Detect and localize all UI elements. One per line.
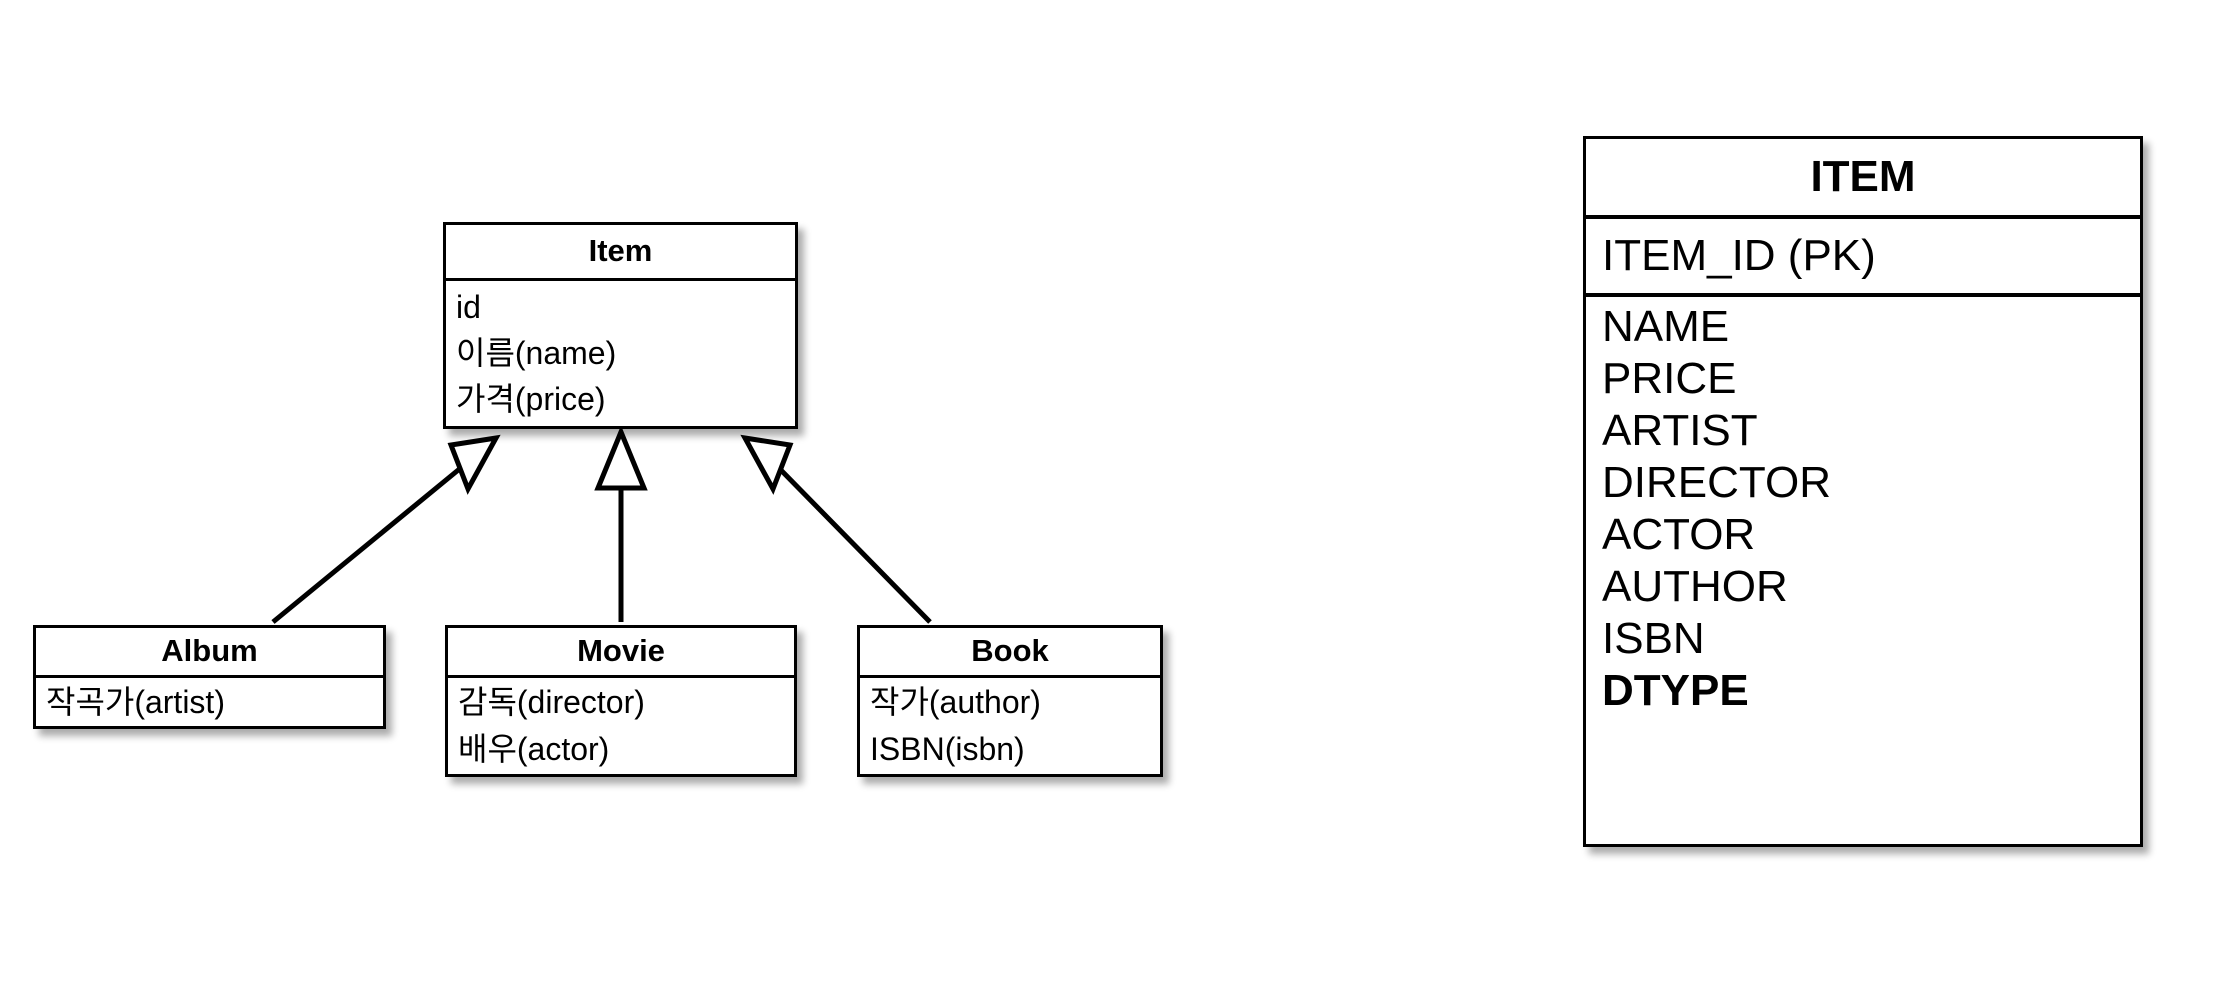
db-table-item-name: ITEM — [1586, 139, 2140, 219]
uml-class-book[interactable]: Book 작가(author) ISBN(isbn) — [857, 625, 1163, 777]
uml-class-book-attributes: 작가(author) ISBN(isbn) — [860, 678, 1160, 773]
uml-class-movie[interactable]: Movie 감독(director) 배우(actor) — [445, 625, 797, 777]
db-column-discriminator: DTYPE — [1602, 666, 1749, 715]
uml-class-movie-title: Movie — [448, 628, 794, 678]
generalization-book-to-item — [740, 434, 932, 624]
db-column: ARTIST — [1602, 406, 1758, 455]
uml-class-album-title: Album — [36, 628, 383, 678]
db-table-item-columns: NAME PRICE ARTIST DIRECTOR ACTOR AUTHOR … — [1586, 297, 2140, 717]
db-column: ISBN — [1602, 614, 1705, 663]
db-column: DIRECTOR — [1602, 458, 1831, 507]
uml-attribute: 이름(name) — [456, 335, 617, 371]
uml-attribute: id — [456, 289, 481, 325]
uml-class-item-title: Item — [446, 225, 795, 281]
db-column: NAME — [1602, 302, 1730, 351]
db-column: AUTHOR — [1602, 562, 1788, 611]
uml-attribute: 감독(director) — [458, 684, 645, 720]
db-column: ACTOR — [1602, 510, 1756, 559]
uml-attribute: 배우(actor) — [458, 731, 610, 767]
uml-attribute: 작가(author) — [870, 684, 1041, 720]
db-column: PRICE — [1602, 354, 1737, 403]
uml-class-book-title: Book — [860, 628, 1160, 678]
db-table-item-primary-key: ITEM_ID (PK) — [1586, 219, 2140, 297]
uml-class-movie-attributes: 감독(director) 배우(actor) — [448, 678, 794, 773]
uml-class-item[interactable]: Item id 이름(name) 가격(price) — [443, 222, 798, 429]
uml-attribute: ISBN(isbn) — [870, 731, 1025, 767]
uml-attribute: 가격(price) — [456, 381, 606, 417]
generalization-movie-to-item — [594, 425, 648, 622]
uml-attribute: 작곡가(artist) — [46, 684, 225, 720]
uml-class-album[interactable]: Album 작곡가(artist) — [33, 625, 386, 729]
uml-class-item-attributes: id 이름(name) 가격(price) — [446, 281, 795, 422]
uml-class-album-attributes: 작곡가(artist) — [36, 678, 383, 726]
generalization-album-to-item — [271, 434, 501, 624]
db-table-item[interactable]: ITEM ITEM_ID (PK) NAME PRICE ARTIST DIRE… — [1583, 136, 2143, 847]
